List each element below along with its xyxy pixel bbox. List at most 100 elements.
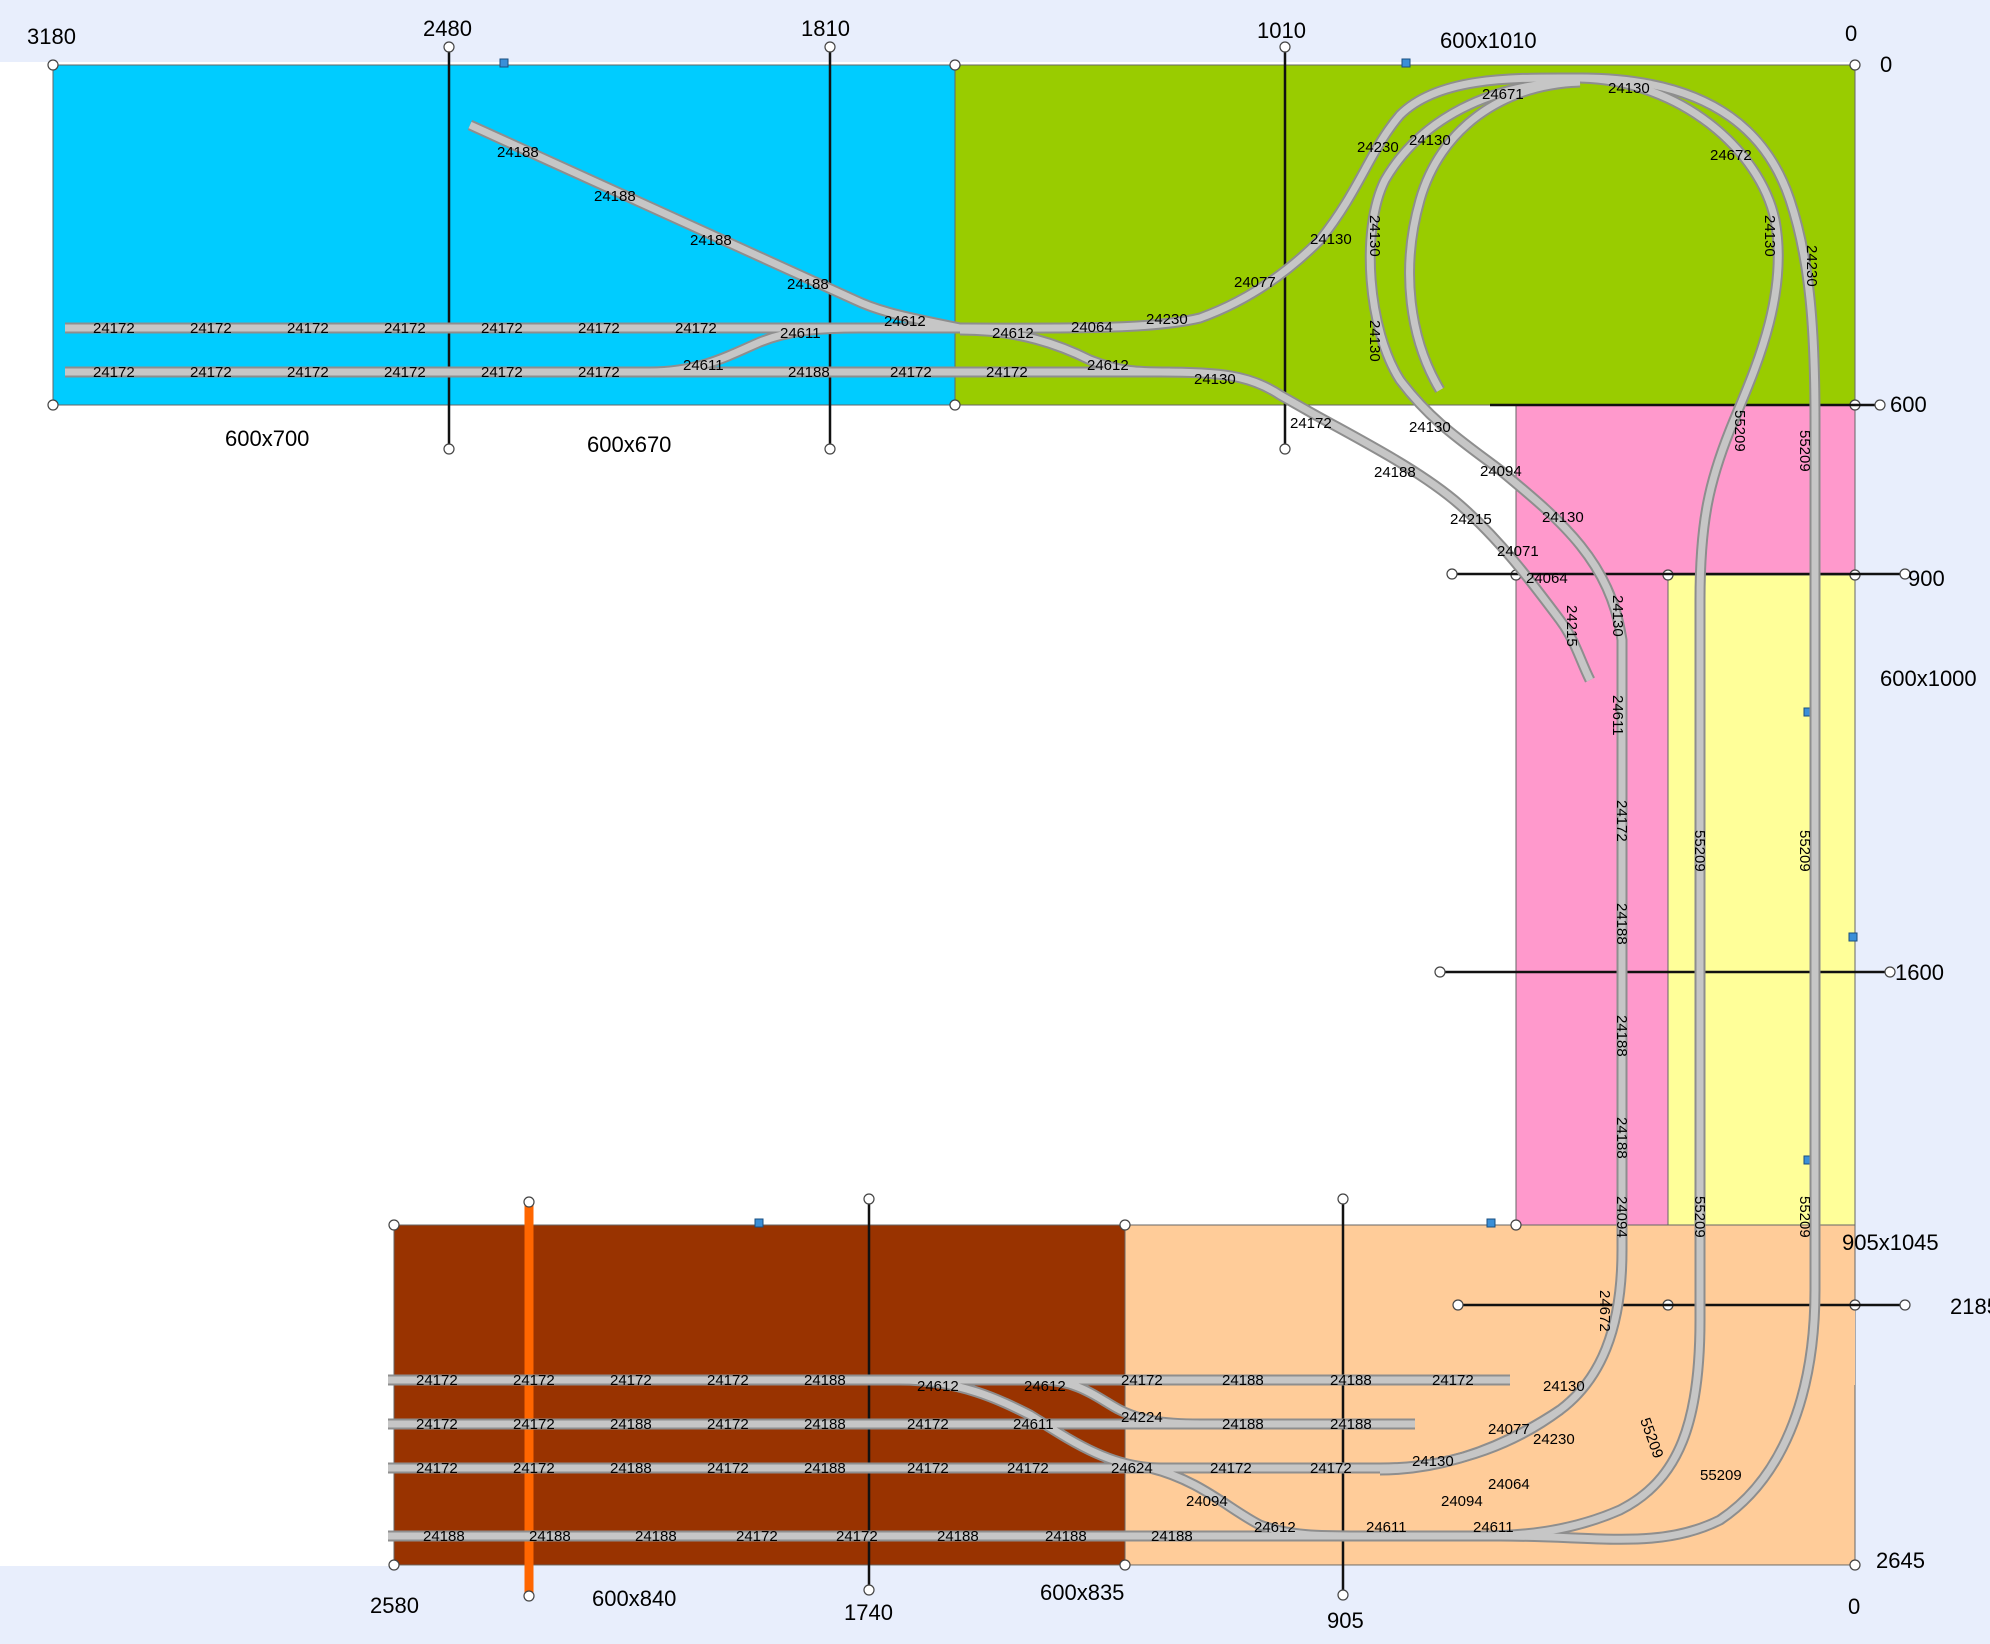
- track-label-d5: 24672: [1710, 147, 1752, 164]
- track-label-i2: 24172: [513, 1416, 555, 1433]
- track-label-j4: 24172: [707, 1460, 749, 1477]
- module-blue[interactable]: [52, 64, 956, 406]
- track-label-d3: 24230: [1357, 139, 1399, 156]
- track-label-c8: 24188: [788, 364, 830, 381]
- track-label-i8: 24224: [1121, 1409, 1163, 1426]
- track-label-k1: 24188: [423, 1528, 465, 1545]
- right-label-1600: 1600: [1895, 960, 1944, 985]
- module-label-600x1010: 600x1010: [1440, 28, 1537, 53]
- track-label-b9: 24612: [992, 325, 1034, 342]
- track-label-h5: 24188: [804, 1372, 846, 1389]
- track-label-e5: 24064: [1526, 570, 1568, 587]
- track-label-h9: 24188: [1222, 1372, 1264, 1389]
- track-label-b5: 24172: [481, 320, 523, 337]
- track-label-d6: 24130: [1310, 231, 1352, 248]
- track-label-b7: 24172: [675, 320, 717, 337]
- track-label-b1: 24172: [93, 320, 135, 337]
- track-label-k6: 24188: [937, 1528, 979, 1545]
- track-label-d8: 24130: [1366, 320, 1383, 362]
- track-label-k7: 24188: [1045, 1528, 1087, 1545]
- right-label-900: 900: [1908, 566, 1945, 591]
- right-label-600: 600: [1890, 392, 1927, 417]
- track-label-d11: 24077: [1234, 274, 1276, 291]
- track-label-h6: 24612: [917, 1378, 959, 1395]
- track-label-c9: 24172: [890, 364, 932, 381]
- track-label-b6: 24172: [578, 320, 620, 337]
- track-label-k11: 24611: [1366, 1519, 1407, 1536]
- track-part-labels: 24188 24188 24188 24188 24172 24172 24172 24172…: [93, 80, 1820, 1545]
- track-label-i3: 24188: [610, 1416, 652, 1433]
- track-label-g8: 55209: [1700, 1467, 1742, 1484]
- track-label-g6: 55209: [1796, 1196, 1813, 1238]
- track-label-h3: 24172: [610, 1372, 652, 1389]
- track-label-h11: 24172: [1432, 1372, 1474, 1389]
- track-label-f7: 24094: [1613, 1196, 1630, 1238]
- track-label-f2: 24611: [1609, 695, 1626, 736]
- track-label-a1: 24188: [497, 144, 539, 161]
- bottom-axis-labels: 2580 1740 905 0: [370, 1593, 1860, 1633]
- module-label-600x1000: 600x1000: [1880, 666, 1977, 691]
- module-label-600x700: 600x700: [225, 426, 309, 451]
- track-label-k9: 24094: [1186, 1493, 1228, 1510]
- right-label-2645: 2645: [1876, 1548, 1925, 1573]
- frame-top: [0, 0, 1990, 62]
- right-label-0: 0: [1880, 52, 1892, 77]
- module-size-labels: 600x700 600x670 600x1010 600x1000 905x10…: [225, 28, 1977, 1611]
- track-label-c4: 24172: [384, 364, 426, 381]
- track-label-i11: 24077: [1488, 1421, 1530, 1438]
- top-label-2480: 2480: [423, 16, 472, 41]
- frame-right: [1855, 0, 1990, 1644]
- track-label-c10: 24172: [986, 364, 1028, 381]
- track-label-g4: 55209: [1796, 830, 1813, 872]
- track-label-h7: 24612: [1024, 1378, 1066, 1395]
- track-turnout-a-inner: [649, 324, 861, 376]
- track-label-k13: 24094: [1441, 1493, 1483, 1510]
- module-label-600x840: 600x840: [592, 1586, 676, 1611]
- top-label-1010: 1010: [1257, 18, 1306, 43]
- track-label-e1: 24172: [1290, 415, 1332, 432]
- track-top-second-inner: [65, 368, 1594, 682]
- track-label-h1: 24172: [416, 1372, 458, 1389]
- track-label-e7: 24130: [1409, 419, 1451, 436]
- track-label-i7: 24611: [1013, 1416, 1054, 1433]
- bottom-label-2580: 2580: [370, 1593, 419, 1618]
- track-top-main-inner: [65, 74, 1581, 332]
- top-label-1810: 1810: [801, 16, 850, 41]
- track-label-k3: 24188: [635, 1528, 677, 1545]
- track-label-h8: 24172: [1121, 1372, 1163, 1389]
- track-label-b12: 24611: [780, 325, 821, 342]
- track-label-d2: 24130: [1608, 80, 1650, 97]
- track-label-j9: 24172: [1210, 1460, 1252, 1477]
- module-brown[interactable]: [393, 1224, 1126, 1566]
- track-label-f4: 24188: [1613, 903, 1630, 945]
- track-label-b8: 24612: [884, 313, 926, 330]
- track-label-e9: 24130: [1542, 509, 1584, 526]
- track-label-g2: 55209: [1796, 430, 1813, 472]
- track-label-i12: 24230: [1533, 1431, 1575, 1448]
- bottom-label-905: 905: [1327, 1608, 1364, 1633]
- track-label-e6: 24215: [1563, 605, 1580, 647]
- top-label-0: 0: [1845, 21, 1857, 46]
- track-bottom-cross-inner: [899, 1376, 1161, 1472]
- track-label-g5: 55209: [1691, 1196, 1708, 1238]
- track-label-b2: 24172: [190, 320, 232, 337]
- track-label-b11: 24230: [1146, 311, 1188, 328]
- track-label-f6: 24188: [1613, 1117, 1630, 1159]
- track-label-k12: 24611: [1473, 1519, 1514, 1536]
- track-label-c5: 24172: [481, 364, 523, 381]
- track-label-d10: 24230: [1803, 245, 1820, 287]
- track-bottom-3-inner: [388, 1407, 1563, 1472]
- track-label-a2: 24188: [594, 188, 636, 205]
- track-loop-mid-inner: [1406, 78, 1581, 392]
- track-label-j6: 24172: [907, 1460, 949, 1477]
- track-label-d1: 24671: [1482, 86, 1524, 103]
- track-label-k8: 24188: [1151, 1528, 1193, 1545]
- top-axis-labels: 3180 2480 1810 1010 0: [27, 16, 1857, 49]
- track-loop-outer-inner: [1499, 74, 1819, 1543]
- track-label-a4: 24188: [787, 276, 829, 293]
- track-label-j11: 24130: [1412, 1453, 1454, 1470]
- track-label-d4: 24130: [1409, 132, 1451, 149]
- track-label-e3: 24215: [1450, 511, 1492, 528]
- track-label-j8: 24624: [1111, 1460, 1153, 1477]
